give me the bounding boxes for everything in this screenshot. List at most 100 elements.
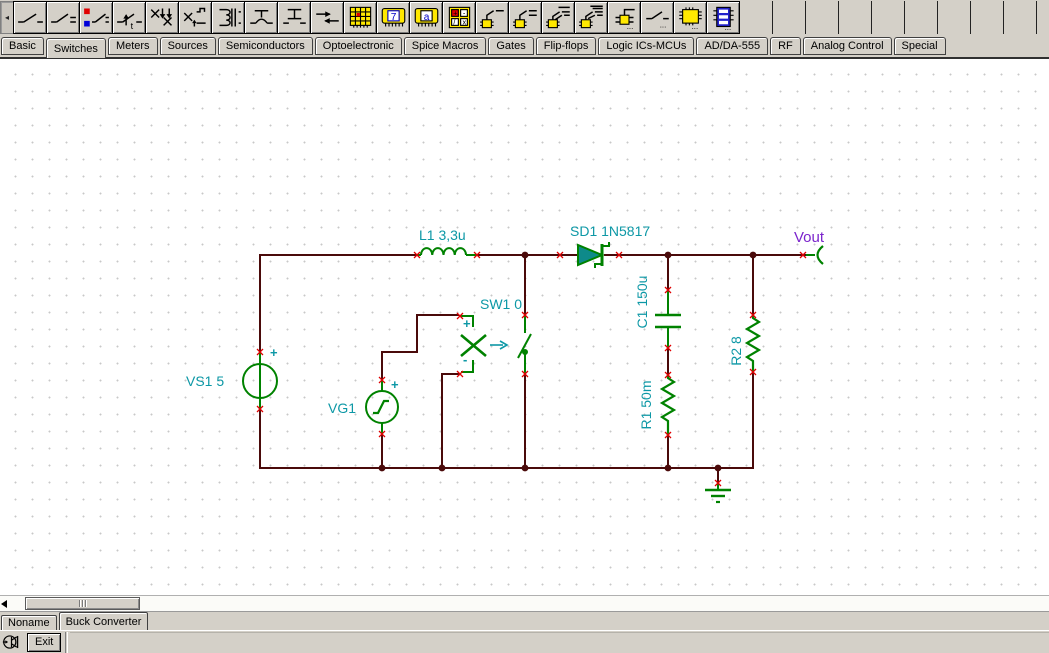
pushbutton-nc-icon <box>282 8 306 24</box>
tab-rf[interactable]: RF <box>770 37 801 55</box>
dip-switch-button[interactable]: +-/x <box>442 1 476 34</box>
component-ground[interactable] <box>705 483 731 504</box>
scroll-left-arrow-icon[interactable] <box>1 600 7 608</box>
toolbar-buttons: t 7 a +-/x............ <box>13 1 1049 34</box>
svg-text:7: 7 <box>390 12 396 23</box>
tab-meters[interactable]: Meters <box>107 37 158 55</box>
component-r1-resistor[interactable] <box>659 375 677 435</box>
toolbar-empty-slot <box>938 1 971 34</box>
component-r2-resistor[interactable] <box>744 315 762 371</box>
switch-controlled-pulse-icon <box>183 7 206 27</box>
tab-analog-control[interactable]: Analog Control <box>802 37 892 55</box>
switch-controlled-pulse-button[interactable] <box>178 1 212 34</box>
wires[interactable] <box>259 254 806 483</box>
tab-semiconductors[interactable]: Semiconductors <box>217 37 313 55</box>
svg-text:t: t <box>130 21 133 30</box>
component-sw1-controlled-switch[interactable] <box>460 315 532 374</box>
svg-text:+: + <box>270 345 278 360</box>
display-chip-7-icon: 7 <box>381 7 405 27</box>
toolbar-empty-slot <box>905 1 938 34</box>
label-sd1: SD1 1N5817 <box>570 223 650 239</box>
switch-spdt-button[interactable] <box>46 1 80 34</box>
ic-blue-icon: ... <box>712 6 734 30</box>
polarity-marks: + + + - <box>270 316 471 392</box>
sheet-tab-buck-converter[interactable]: Buck Converter <box>58 612 149 630</box>
bottom-bar: Exit <box>0 630 1049 653</box>
relay-spdt-icon <box>512 10 537 29</box>
tab-ad-da-555[interactable]: AD/DA-555 <box>696 37 769 55</box>
tab-gates[interactable]: Gates <box>488 37 534 55</box>
svg-text:...: ... <box>659 21 666 30</box>
jumper-button[interactable] <box>310 1 344 34</box>
component-labels: VS1 5 VG1 SW1 0 L1 3,3u SD1 1N5817 C1 15… <box>186 223 825 430</box>
tab-underline <box>0 57 1049 59</box>
keypad-icon <box>349 6 371 28</box>
tab-logic-ics-mcus[interactable]: Logic ICs-MCUs <box>598 37 695 55</box>
svg-text:...: ... <box>626 22 633 30</box>
relay-dpst-button[interactable] <box>541 1 575 34</box>
switch-sampled-button[interactable]: ... <box>640 1 674 34</box>
toolbar-empty-slot <box>1004 1 1037 34</box>
tab-special[interactable]: Special <box>893 37 946 55</box>
label-r1: R1 50m <box>638 380 654 429</box>
ic-yellow-button[interactable]: ... <box>673 1 707 34</box>
toolbar-empty-slot <box>740 1 773 34</box>
component-c1-capacitor[interactable] <box>655 290 681 348</box>
toolbar-empty-slot <box>872 1 905 34</box>
switch-spst-button[interactable] <box>13 1 47 34</box>
relay-coil-button[interactable] <box>211 1 245 34</box>
relay-spst-icon <box>479 10 504 29</box>
dip-switch-icon: +-/x <box>448 6 470 29</box>
svg-text:a: a <box>423 12 429 23</box>
switch-controlled-x-icon <box>150 8 172 26</box>
display-chip-7-button[interactable]: 7 <box>376 1 410 34</box>
horizontal-scrollbar[interactable] <box>0 595 1049 611</box>
display-chip-a-button[interactable]: a <box>409 1 443 34</box>
label-vout: Vout <box>794 229 825 246</box>
pushbutton-nc-button[interactable] <box>277 1 311 34</box>
toolbar-empty-slot <box>806 1 839 34</box>
scrollbar-thumb[interactable] <box>25 597 140 610</box>
switch-timed-button[interactable]: t <box>112 1 146 34</box>
component-vs1-voltage-source[interactable] <box>242 352 278 409</box>
sheet-tab-noname[interactable]: Noname <box>1 615 57 630</box>
component-l1-inductor[interactable] <box>417 247 477 256</box>
switch-latching-button[interactable] <box>79 1 113 34</box>
label-c1: C1 150u <box>634 276 650 329</box>
switch-spst-icon <box>17 13 43 23</box>
tab-optoelectronic[interactable]: Optoelectronic <box>314 37 402 55</box>
label-r2: R2 8 <box>728 336 744 366</box>
label-sw1: SW1 0 <box>480 296 522 312</box>
tab-flip-flops[interactable]: Flip-flops <box>535 37 597 55</box>
switch-controlled-x-button[interactable] <box>145 1 179 34</box>
component-toolbar: ◂ t 7 a +-/x............ <box>0 0 1049 36</box>
toolbar-scroll-left-button[interactable]: ◂ <box>0 1 14 34</box>
component-vg1-generator[interactable] <box>365 380 399 434</box>
tab-spice-macros[interactable]: Spice Macros <box>403 37 487 55</box>
tab-sources[interactable]: Sources <box>159 37 216 55</box>
keypad-button[interactable] <box>343 1 377 34</box>
relay-spst-button[interactable] <box>475 1 509 34</box>
relay-spdt-button[interactable] <box>508 1 542 34</box>
svg-text:...: ... <box>691 22 698 30</box>
toolbar-empty-slot <box>971 1 1004 34</box>
label-vg1: VG1 <box>328 400 356 416</box>
component-vout-pin[interactable] <box>806 245 824 265</box>
ic-blue-button[interactable]: ... <box>706 1 740 34</box>
relay-mini-icon: ... <box>615 8 635 30</box>
display-chip-a-icon: a <box>414 7 438 27</box>
junction-dots <box>378 251 757 472</box>
pushbutton-no-button[interactable] <box>244 1 278 34</box>
relay-mini-button[interactable]: ... <box>607 1 641 34</box>
tab-switches[interactable]: Switches <box>45 38 106 58</box>
label-l1: L1 3,3u <box>419 227 466 243</box>
tab-basic[interactable]: Basic <box>1 37 44 55</box>
relay-dpdt-button[interactable] <box>574 1 608 34</box>
jumper-icon <box>315 11 339 24</box>
exit-button[interactable]: Exit <box>27 632 62 652</box>
svg-text:+: + <box>453 8 457 17</box>
schematic-canvas[interactable]: + + + - VS1 5 VG1 SW1 0 L1 3,3u SD1 1N58… <box>0 59 1049 595</box>
component-sd1-diode[interactable] <box>577 242 610 268</box>
